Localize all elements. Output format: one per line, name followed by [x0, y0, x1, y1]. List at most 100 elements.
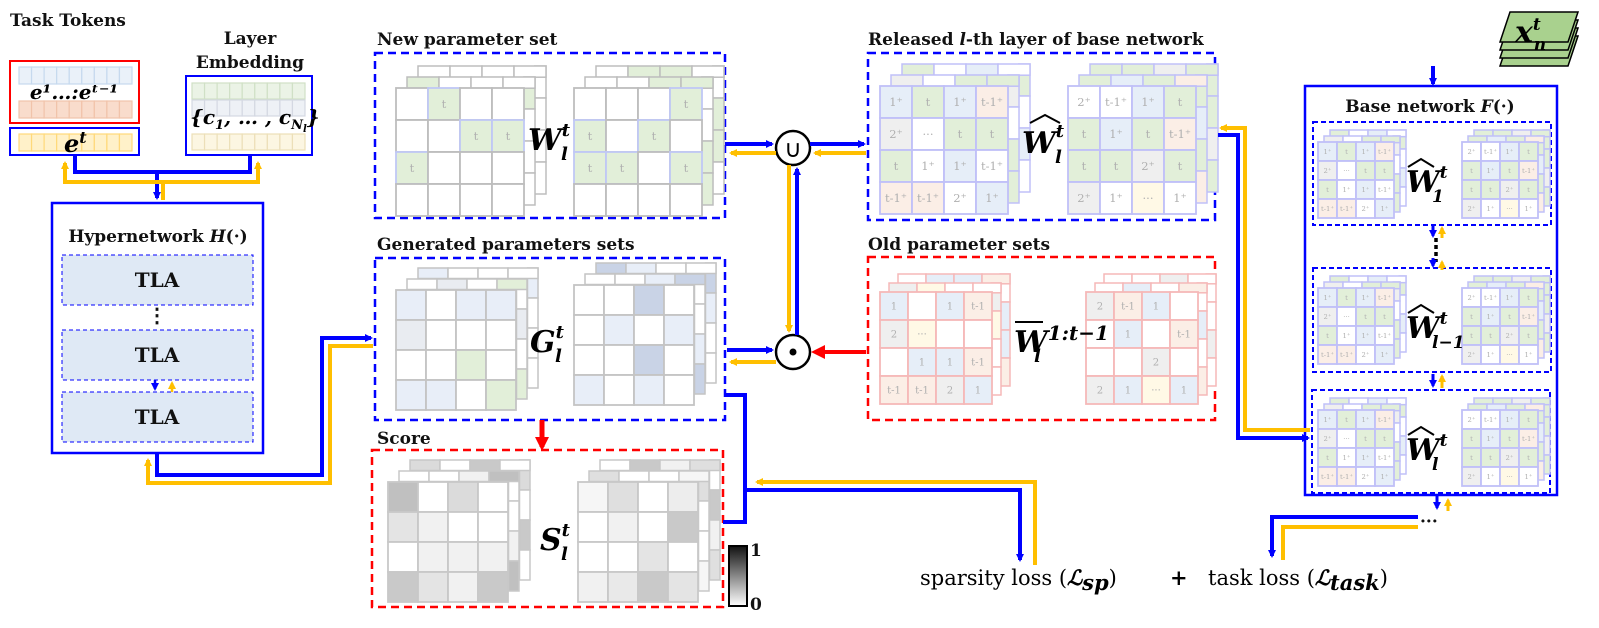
back-layer-cell — [1078, 74, 1112, 87]
matrix-cell-label: 2⁺ — [889, 127, 902, 141]
matrix-cell — [577, 511, 609, 543]
back-layer-cell — [627, 65, 661, 78]
matrix-cell — [417, 541, 449, 573]
back-layer-cell — [507, 560, 520, 592]
matrix-cell — [1131, 181, 1165, 215]
matrix-cell — [485, 289, 517, 321]
matrix-cell — [637, 87, 671, 121]
label-sub: l−1 — [1432, 333, 1465, 353]
back-layer-cell — [470, 76, 504, 89]
matrix-cell — [447, 511, 479, 543]
matrix-cell — [447, 481, 479, 513]
back-layer-cell — [648, 470, 680, 483]
back-layer-cell — [398, 470, 430, 483]
matrix-cell — [395, 119, 429, 153]
base-layer-box — [1312, 267, 1552, 373]
matrix-cell-label: t-1 — [971, 301, 985, 312]
back-layer-cell — [499, 459, 531, 472]
matrix-cell-label: 1⁺ — [953, 159, 966, 173]
back-layer-cell — [697, 500, 710, 532]
back-layer-cell — [659, 65, 693, 78]
matrix-cell-label: t-1⁺ — [1378, 148, 1391, 156]
colorbar-max-label: 1 — [750, 541, 762, 561]
hat-mark — [1029, 113, 1061, 124]
back-layer-cell — [901, 63, 935, 76]
matrix-cell-label: 1 — [1181, 385, 1187, 396]
matrix-cell — [943, 117, 977, 151]
matrix-cell — [459, 119, 493, 153]
matrix-cell-label: t-1⁺ — [917, 191, 939, 205]
matrix-cell — [975, 85, 1009, 119]
matrix-cell-label: 1⁺ — [1487, 313, 1495, 321]
matrix-cell — [667, 481, 699, 513]
matrix-cell — [573, 314, 605, 346]
back-layer-cell — [409, 459, 441, 472]
matrix-cell — [633, 314, 665, 346]
forward-arrow — [745, 488, 1024, 562]
back-layer-cell — [614, 273, 646, 286]
matrix-cell-label: 2⁺ — [1468, 294, 1476, 302]
matrix-cell-label: 2⁺ — [1324, 313, 1332, 321]
matrix-cell — [637, 119, 671, 153]
matrix-cell — [1374, 466, 1395, 487]
tla-block-2 — [61, 329, 254, 381]
matrix-cell-label: t — [1489, 454, 1492, 462]
matrix-cell-label: 2⁺ — [1468, 351, 1476, 359]
layer-embedding-title-1: Layer — [224, 29, 278, 49]
matrix-cell-label: t — [1489, 332, 1492, 340]
matrix-cell-label: t — [442, 97, 447, 111]
matrix-cell-label: t-1 — [887, 385, 901, 396]
matrix-cell — [1518, 466, 1539, 487]
back-layer-cell — [599, 459, 631, 472]
back-layer-cell — [954, 74, 988, 87]
back-layer-cell — [693, 333, 706, 365]
label-base: W — [1406, 165, 1443, 200]
matrix-cell — [633, 374, 665, 406]
matrix-cell-label: 1⁺ — [1343, 454, 1351, 462]
matrix-cell — [1374, 198, 1395, 219]
label-sup: t — [1440, 309, 1448, 329]
matrix-cell — [573, 374, 605, 406]
back-layer-cell — [1153, 63, 1187, 76]
matrix-cell-label: t — [1470, 313, 1473, 321]
back-layer-cell — [648, 76, 682, 89]
back-layer-cell — [693, 303, 706, 335]
matrix-cell-label: t — [1326, 186, 1329, 194]
back-layer-cell — [697, 530, 710, 562]
back-layer-cell — [1195, 170, 1208, 204]
matrix-cell — [577, 481, 609, 513]
base-layer-box — [1312, 121, 1552, 226]
matrix-cell-label: 1⁺ — [953, 95, 966, 109]
matrix-cell — [911, 181, 945, 215]
matrix-cell-label: t-1⁺ — [1378, 332, 1391, 340]
matrix-cell-label: 2 — [1153, 357, 1159, 368]
back-layer-cell — [595, 65, 629, 78]
matrix-cell — [1169, 347, 1199, 377]
old-task-tokens-label: e¹…:eᵗ⁻¹ — [30, 80, 118, 104]
matrix-cell-label: t-1⁺ — [1378, 454, 1391, 462]
matrix-cell — [879, 149, 913, 183]
back-layer-cell — [1018, 95, 1031, 129]
matrix-cell-label: t — [1364, 167, 1367, 175]
matrix-cell-label: t — [1527, 332, 1530, 340]
released-title: Released l-th layer of base network — [868, 30, 1205, 50]
matrix-cell — [455, 319, 487, 351]
matrix-cell — [879, 291, 909, 321]
token-cell — [254, 133, 268, 151]
token-cell — [30, 133, 45, 152]
matrix-cell — [425, 289, 457, 321]
input-layer — [1498, 11, 1580, 43]
token-cell — [229, 82, 243, 100]
back-layer-cell — [534, 161, 547, 195]
tla-label: TLA — [135, 343, 180, 367]
back-layer-cell — [439, 459, 471, 472]
matrix-cell-label: t — [1470, 454, 1473, 462]
matrix-cell — [387, 571, 419, 603]
forward-arrow — [1268, 515, 1418, 558]
matrix-cell — [477, 571, 509, 603]
matrix-cell-label: 1⁺ — [1343, 186, 1351, 194]
matrix-cell — [573, 183, 607, 217]
